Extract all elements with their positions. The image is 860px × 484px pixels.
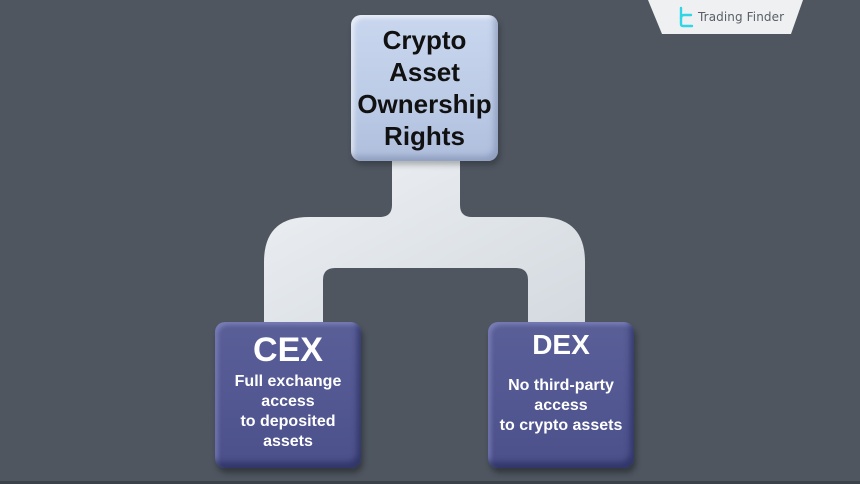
dex-description-line: to crypto assets [499,417,623,434]
cex-description-line: access [261,393,315,410]
cex-title: CEX [253,331,323,369]
logo-text: Trading Finder [698,10,785,24]
dex-title: DEX [532,329,590,360]
dex-description-line: No third-party [508,377,614,394]
root-node-line: Asset [389,57,460,87]
root-node-line: Crypto [382,25,467,55]
logo: Trading Finder [678,6,784,28]
child-node-dex: DEX No third-party access to crypto asse… [488,322,634,468]
root-node-crypto-asset-ownership-rights: Crypto Asset Ownership Rights [351,15,498,161]
trading-finder-logo-icon [679,6,694,28]
bottom-edge [0,481,860,484]
root-node-line: Rights [384,121,465,151]
logo-badge: Trading Finder [648,0,803,34]
dex-description-line: access [534,397,588,414]
child-node-cex: CEX Full exchange access to deposited as… [215,322,361,468]
cex-description-line: assets [263,433,313,450]
cex-description-line: Full exchange [234,373,342,390]
root-node-line: Ownership [357,89,492,119]
cex-description-line: to deposited [240,413,336,430]
